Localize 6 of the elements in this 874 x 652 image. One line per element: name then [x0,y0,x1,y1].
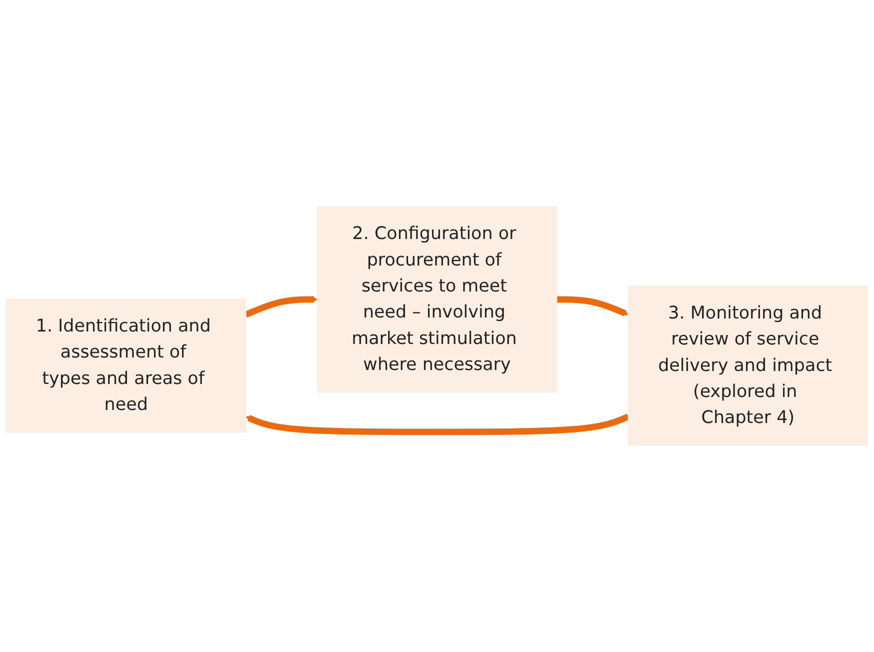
arrow [244,296,318,318]
arrow [556,296,628,316]
node-box: 1. Identification and assessment of types and areas of need [6,298,246,433]
node-box: 2. Configuration or procurement of services to meet need – involving market stimulation where necessary [316,206,558,393]
node-box: 3. Monitoring and review of service delivery and impact (explored in Chapter 4) [628,286,868,446]
arrow [246,414,630,436]
